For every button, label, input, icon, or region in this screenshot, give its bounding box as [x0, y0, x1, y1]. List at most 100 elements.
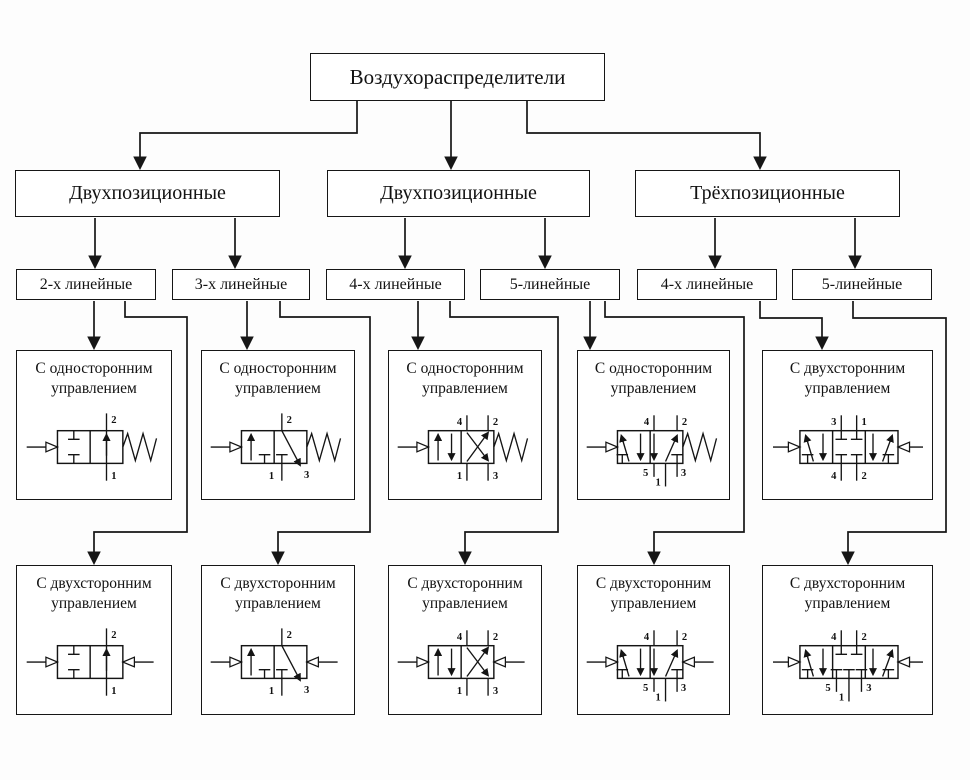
blocked-port-icon: [670, 669, 684, 680]
node-label: 4-х линейные: [660, 275, 754, 293]
valve-symbol-3-2-double-pilot: 2 1 3: [210, 628, 339, 697]
valve-symbol-5-2-single-pilot-spring: 4 2 5 1 3: [585, 415, 717, 489]
node-label: С двухсторонним управлением: [595, 575, 712, 612]
port-label: 3: [831, 417, 836, 428]
port-label: 2: [287, 415, 292, 426]
node-label: С двухсторонним управлением: [789, 575, 906, 612]
node-single-control-4-2: С односторонним управлением 4 2 1 3: [388, 350, 542, 500]
node-label: С двухсторонним управлением: [220, 575, 336, 612]
valve-symbol-4-3-double-pilot: 3 1 4 2: [772, 415, 923, 482]
port-label: 2: [681, 417, 686, 428]
node-label: Двухпозиционные: [380, 182, 537, 204]
pilot-icon: [210, 656, 243, 668]
port-label: 1: [111, 686, 116, 697]
valve-symbol-5-2-double-pilot: 4 2 5 1 3: [585, 630, 714, 704]
port-label: 3: [866, 683, 871, 694]
node-single-control-3-2: С односторонним управлением 2 1 3: [201, 350, 355, 500]
port-label: 3: [304, 685, 309, 696]
valve-symbol-2-2-double-pilot: 2 1: [26, 628, 155, 697]
port-label: 3: [680, 683, 685, 694]
blocked-port-icon: [849, 454, 863, 465]
node-label: С односторонним управлением: [406, 360, 524, 397]
port-label: 2: [493, 632, 498, 643]
node-label: 3-х линейные: [194, 275, 288, 293]
pilot-icon: [122, 656, 155, 668]
node-2-line: 2-х линейные: [16, 269, 156, 300]
port-label: 3: [493, 686, 498, 697]
node-label: С двухсторонним управлением: [789, 360, 906, 397]
port-label: 1: [861, 417, 866, 428]
blocked-port-icon: [275, 454, 289, 465]
port-label: 2: [493, 417, 498, 428]
blocked-port-icon: [67, 454, 81, 465]
node-label: 5-линейные: [821, 275, 903, 293]
port-label: 5: [825, 683, 830, 694]
port-label: 1: [457, 471, 462, 482]
port-label: 5: [642, 683, 647, 694]
node-double-control-5-3: С двухсторонним управлением 4 2 5 1 3: [762, 565, 933, 715]
port-label: 2: [861, 471, 866, 482]
valve-symbol-5-3-double-pilot: 4 2 5 1 3: [772, 630, 923, 704]
valve-symbol-3-2-single-pilot-spring: 2 1 3: [210, 413, 342, 482]
blocked-port-icon: [258, 454, 271, 465]
node-4-line-3pos: 4-х линейные: [637, 269, 777, 300]
node-label: Двухпозиционные: [69, 182, 226, 204]
port-label: 4: [643, 632, 649, 643]
valve-symbol-2-2-single-pilot-spring: 2 1: [26, 413, 158, 482]
pilot-icon: [397, 656, 430, 668]
node-label: С односторонним управлением: [219, 360, 337, 397]
node-double-control-5-2: С двухсторонним управлением 4 2 5 1 3: [577, 565, 730, 715]
node-label: 2-х линейные: [39, 275, 133, 293]
node-label: 5-линейные: [509, 275, 591, 293]
blocked-port-icon: [849, 430, 863, 441]
blocked-port-icon: [842, 669, 855, 680]
blocked-port-icon: [258, 669, 271, 680]
port-label: 1: [655, 478, 660, 489]
spring-icon: [122, 432, 158, 462]
pilot-icon: [210, 441, 243, 453]
blocked-port-icon: [834, 454, 848, 465]
port-label: 2: [287, 630, 292, 641]
node-5-line: 5-линейные: [480, 269, 620, 300]
node-root: Воздухораспределители: [310, 53, 605, 101]
port-label: 1: [655, 693, 660, 704]
pilot-icon: [585, 656, 618, 668]
node-double-control-4-3: С двухсторонним управлением 3 1 4 2: [762, 350, 933, 500]
blocked-port-icon: [67, 430, 81, 441]
port-label: 1: [111, 471, 116, 482]
node-root-label: Воздухораспределители: [349, 64, 566, 89]
blocked-port-icon: [67, 645, 81, 656]
spring-icon: [681, 432, 717, 462]
pilot-icon: [493, 656, 526, 668]
port-label: 1: [269, 471, 274, 482]
port-label: 4: [457, 417, 463, 428]
blocked-port-icon: [615, 669, 629, 680]
node-double-control-4-2: С двухсторонним управлением 4 2 1 3: [388, 565, 542, 715]
pilot-icon: [26, 656, 59, 668]
port-label: 1: [457, 686, 462, 697]
spring-icon: [493, 432, 529, 462]
port-label: 1: [838, 693, 843, 704]
node-label: С двухсторонним управлением: [407, 575, 523, 612]
node-label: С двухсторонним управлением: [36, 575, 152, 612]
pilot-icon: [772, 656, 801, 668]
port-label: 2: [861, 632, 866, 643]
node-double-control-2-2: С двухсторонним управлением 2 1: [16, 565, 172, 715]
node-three-position: Трёхпозиционные: [635, 170, 900, 217]
pilot-icon: [896, 656, 923, 668]
valve-symbol-4-2-double-pilot: 4 2 1 3: [397, 630, 526, 697]
port-label: 2: [111, 630, 116, 641]
port-label: 5: [642, 468, 647, 479]
pilot-icon: [585, 441, 618, 453]
blocked-port-icon: [615, 454, 629, 465]
pilot-icon: [26, 441, 59, 453]
spring-icon: [306, 432, 342, 462]
port-label: 4: [643, 417, 649, 428]
blocked-port-icon: [834, 430, 848, 441]
node-label: Трёхпозиционные: [690, 182, 845, 204]
node-double-control-3-2: С двухсторонним управлением 2 1 3: [201, 565, 355, 715]
node-single-control-5-2: С односторонним управлением 4 2 5 1 3: [577, 350, 730, 500]
port-label: 4: [457, 632, 463, 643]
port-label: 4: [831, 471, 837, 482]
